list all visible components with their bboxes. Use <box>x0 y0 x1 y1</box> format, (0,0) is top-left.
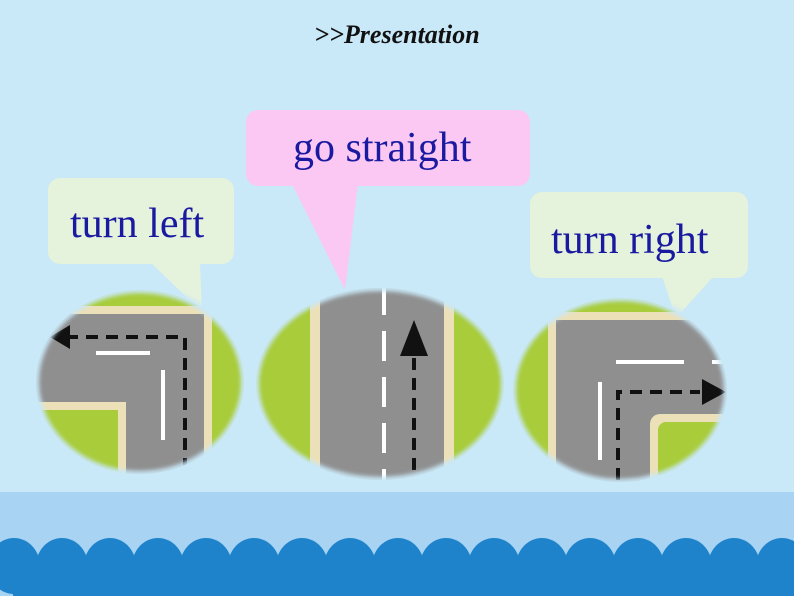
wave-scallop <box>252 562 304 596</box>
wave-scallop <box>588 562 640 596</box>
wave-scallop <box>156 562 208 596</box>
right-turn-road-icon <box>513 298 727 482</box>
wave-scallop <box>204 562 256 596</box>
arrow-icon <box>702 379 726 405</box>
wave-scallop <box>732 562 784 596</box>
wave-scallop <box>12 562 64 596</box>
wave-scallop <box>60 562 112 596</box>
turn-right-bubble-tail <box>662 276 714 318</box>
wave-scallop <box>492 562 544 596</box>
turn-right-bubble <box>530 192 748 278</box>
arrow-icon <box>400 320 428 356</box>
turn-left-label: turn left <box>70 201 205 247</box>
page-title: >>Presentation <box>314 20 480 49</box>
wave-scallop <box>636 562 688 596</box>
turn-left-bubble <box>48 178 234 264</box>
wave-scallop <box>108 562 160 596</box>
wave-scallop <box>300 562 352 596</box>
wave-scallop <box>684 562 736 596</box>
wave-scallop <box>444 562 496 596</box>
wave-scallop <box>540 562 592 596</box>
go-straight-bubble-tail <box>292 184 358 290</box>
turn-right-label: turn right <box>551 217 709 263</box>
wave-scallop <box>780 564 794 596</box>
go-straight-label: go straight <box>293 125 472 171</box>
go-straight-bubble <box>246 110 530 186</box>
wave-scallop <box>348 562 400 596</box>
straight-road-icon <box>256 288 504 480</box>
arrow-icon <box>50 325 70 349</box>
left-turn-road-icon <box>36 290 244 474</box>
wave-scallop <box>396 562 448 596</box>
